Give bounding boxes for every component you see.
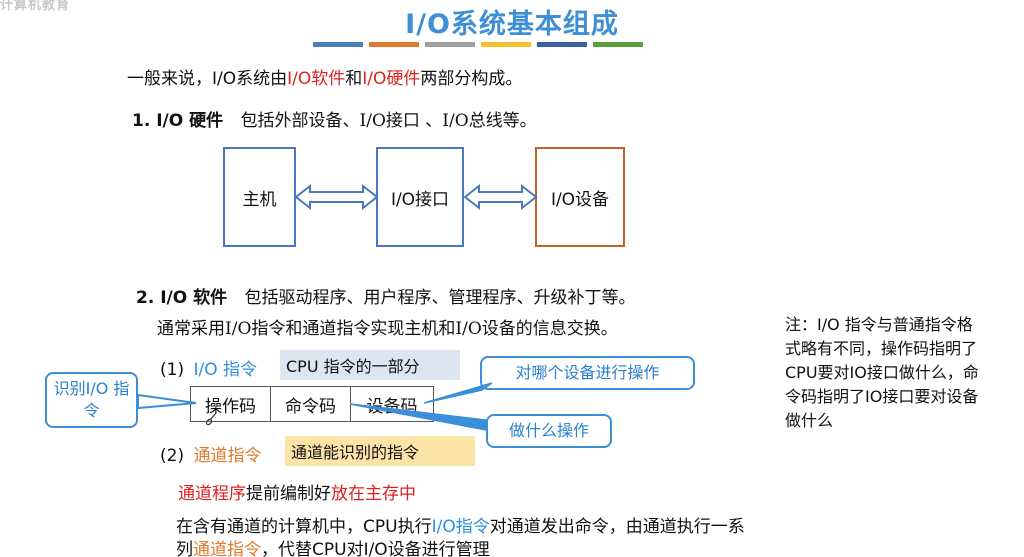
io-device-label: I/O设备 [550, 189, 610, 210]
watermark: 计算机教育 [0, 0, 71, 12]
io-interface-box: I/O接口 [376, 147, 464, 247]
hardware-heading: 1. I/O 硬件 [132, 111, 224, 131]
title-bar-segment [313, 42, 363, 47]
side-note: 注：I/O 指令与普通指令格式略有不同，操作码指明了CPU要对IO接口做什么，命… [785, 315, 979, 430]
channel-instr-label-line: (2) 通道指令 [160, 441, 262, 466]
channel-instr-num: (2) [160, 446, 185, 466]
hardware-desc: 包括外部设备、I/O接口 、I/O总线等。 [240, 111, 537, 131]
bottom-l1-b: I/O指令 [431, 517, 490, 537]
title-bar-segment [369, 42, 419, 47]
bottom-l2-b: 通道指令 [193, 540, 261, 557]
title-bar-segment [425, 42, 475, 47]
callout-which-device-pointer [423, 382, 493, 404]
double-arrow-interface-device [463, 183, 538, 211]
bottom-l2-a: 列 [176, 540, 193, 557]
callout-identify-pointer [137, 393, 197, 410]
io-instr-label-line: (1) I/O 指令 [160, 355, 257, 380]
double-arrow-host-interface [294, 183, 379, 211]
channel-instr-label: 通道指令 [193, 446, 262, 466]
bottom-l2-c: ，代替CPU对I/O设备进行管理 [261, 540, 490, 557]
software-line: 2. I/O 软件 包括驱动程序、用户程序、管理程序、升级补丁等。 [136, 283, 636, 308]
channel-program-red2: 放在主存中 [331, 484, 416, 504]
hardware-line: 1. I/O 硬件 包括外部设备、I/O接口 、I/O总线等。 [132, 106, 537, 131]
title-bar-segment [481, 42, 531, 47]
callout-what-op-pointer [349, 403, 487, 431]
callout-what-op: 做什么操作 [486, 414, 612, 448]
software-sub: 通常采用I/O指令和通道指令实现主机和I/O设备的信息交换。 [157, 319, 618, 339]
bottom-line-2: 列通道指令，代替CPU对I/O设备进行管理 [176, 535, 490, 557]
software-desc: 包括驱动程序、用户程序、管理程序、升级补丁等。 [244, 288, 636, 308]
io-device-box: I/O设备 [535, 147, 625, 247]
intro-before: 一般来说，I/O系统由 [127, 69, 288, 89]
channel-program-mid: 提前编制好 [246, 484, 331, 504]
channel-program-red1: 通道程序 [178, 484, 246, 504]
software-heading: 2. I/O 软件 [136, 288, 228, 308]
bottom-line-1: 在含有通道的计算机中，CPU执行I/O指令对通道发出命令，由通道执行一系 [176, 512, 745, 537]
title-bar-segment [537, 42, 587, 47]
host-label: 主机 [242, 189, 277, 210]
cpu-part-highlight: CPU 指令的一部分 [280, 350, 460, 380]
intro-hardware: I/O硬件 [362, 69, 421, 89]
pen-icon [205, 412, 217, 426]
bottom-l1-c: 对通道发出命令，由通道执行一系 [489, 517, 745, 537]
bottom-l1-a: 在含有通道的计算机中，CPU执行 [176, 517, 432, 537]
intro-software: I/O软件 [287, 69, 346, 89]
channel-highlight: 通道能识别的指令 [285, 436, 475, 466]
intro-mid: 和 [345, 69, 363, 89]
callout-which-device: 对哪个设备进行操作 [480, 356, 695, 390]
title-bar-segment [593, 42, 643, 47]
callout-identify-io: 识别I/O 指令 [45, 372, 138, 428]
intro-after: 两部分构成。 [420, 69, 523, 89]
io-instr-label: I/O 指令 [193, 360, 258, 380]
opcode-field: 操作码 [191, 387, 271, 421]
io-instr-num: (1) [160, 360, 185, 380]
io-interface-label: I/O接口 [390, 189, 450, 210]
channel-program-line: 通道程序提前编制好放在主存中 [178, 479, 416, 504]
page-title: I/O系统基本组成 [405, 9, 619, 40]
intro-line: 一般来说，I/O系统由I/O软件和I/O硬件两部分构成。 [127, 64, 522, 89]
